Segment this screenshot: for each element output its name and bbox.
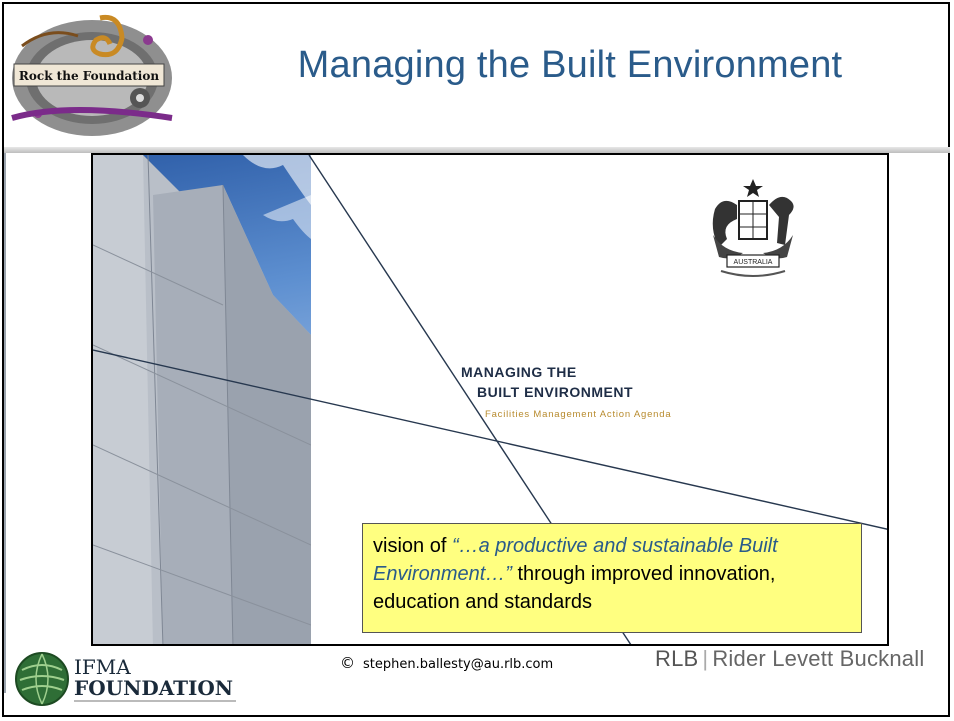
cover-title-line-1: MANAGING THE xyxy=(461,364,577,380)
vision-callout: vision of “…a productive and sustainable… xyxy=(362,523,862,633)
cover-subtitle: Facilities Management Action Agenda xyxy=(485,409,672,420)
ifma-foundation-logo: IFMA FOUNDATION xyxy=(15,652,236,706)
rlb-abbreviation: RLB xyxy=(655,646,699,671)
copyright-notice: © stephen.ballesty@au.rlb.com xyxy=(340,654,553,672)
report-cover-image: MANAGING THE BUILT ENVIRONMENT Facilitie… xyxy=(91,153,889,646)
left-divider xyxy=(4,153,6,693)
rlb-company-name: Rider Levett Bucknall xyxy=(712,646,925,671)
ifma-text: IFMA xyxy=(74,655,131,679)
copyright-email: stephen.ballesty@au.rlb.com xyxy=(363,657,554,672)
rock-the-foundation-logo: Rock the Foundation xyxy=(11,14,173,136)
header-divider xyxy=(4,147,950,153)
page-title: Managing the Built Environment xyxy=(297,44,843,86)
callout-prefix: vision of xyxy=(373,535,452,557)
rock-the-foundation-text: Rock the Foundation xyxy=(19,69,159,83)
cover-title-line-2: BUILT ENVIRONMENT xyxy=(477,384,634,400)
callout-quote: “…a productive and sustainable Built Env… xyxy=(373,535,778,585)
foundation-text: FOUNDATION xyxy=(74,676,233,700)
building-facade xyxy=(93,155,311,644)
copyright-symbol: © xyxy=(340,654,355,672)
coat-of-arms-label: AUSTRALIA xyxy=(734,259,773,266)
callout-suffix: through improved innovation, education a… xyxy=(373,563,776,613)
coat-of-arms-emblem: AUSTRALIA xyxy=(712,179,794,277)
rlb-logo: RLB|Rider Levett Bucknall xyxy=(655,646,924,672)
rlb-separator: | xyxy=(702,646,709,671)
